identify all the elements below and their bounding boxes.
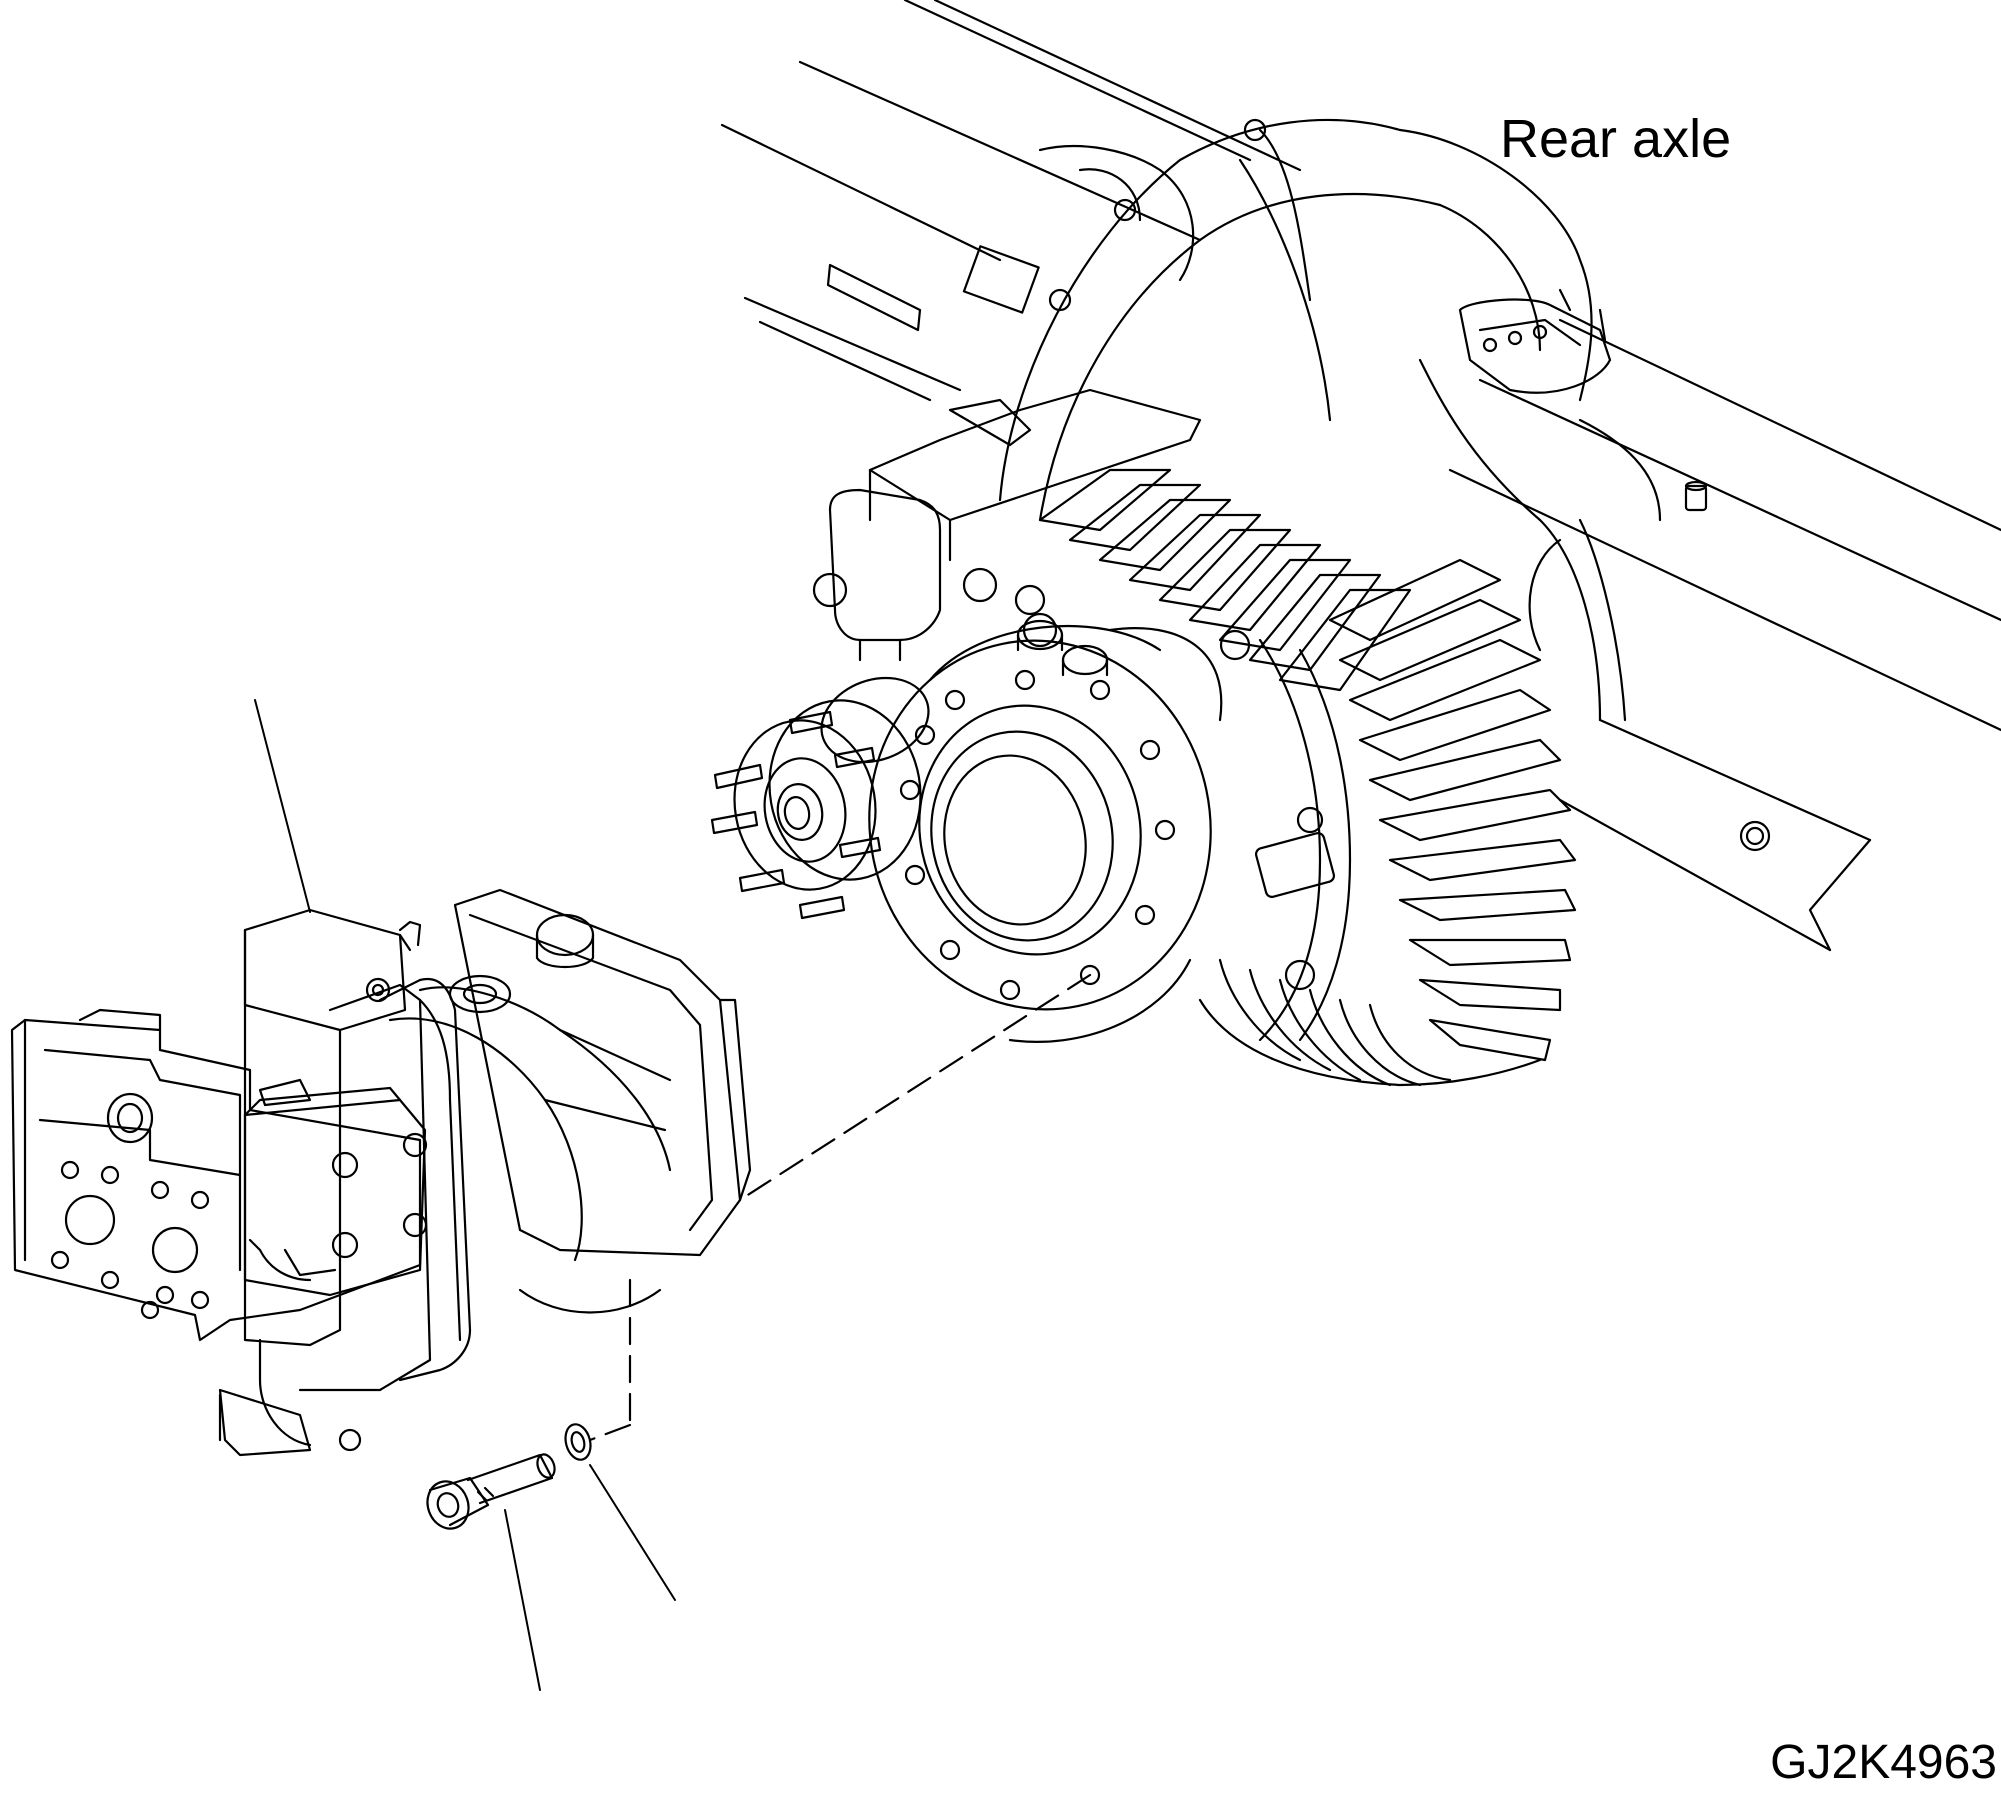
leader-line-washer [590, 1465, 675, 1600]
gear-case-with-fins [814, 390, 1575, 1085]
travel-motor [12, 890, 750, 1455]
cooling-fins [1040, 470, 1575, 1085]
mounting-bolt [421, 1452, 558, 1534]
leader-line-motor [255, 700, 310, 912]
leader-lines [255, 700, 675, 1690]
washer [562, 1422, 594, 1463]
motor-mounting-flange [835, 609, 1244, 1042]
rear-axle-label: Rear axle [1500, 109, 1732, 169]
assembly-dashed-line [590, 975, 1090, 1440]
wheel-studs [712, 712, 880, 918]
rear-axle-housing [722, 0, 2001, 950]
brake-hub-with-studs [712, 664, 940, 918]
leader-line-bolt [505, 1510, 540, 1690]
figure-id-label: GJ2K4963 [1770, 1736, 1997, 1789]
